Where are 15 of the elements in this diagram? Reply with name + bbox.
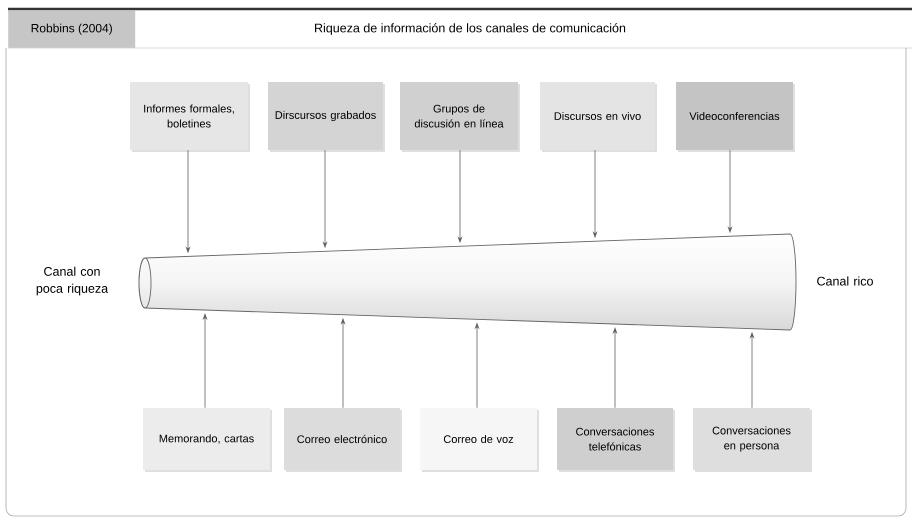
channel-box: Dirscursos grabados xyxy=(268,82,385,152)
channel-box: Memorando, cartas xyxy=(143,408,272,472)
cone-drawing xyxy=(138,234,796,330)
source-label: Robbins (2004) xyxy=(8,10,136,48)
channel-box: Conversaciones telefónicas xyxy=(557,408,675,472)
channel-box: Grupos de discusión en línea xyxy=(400,82,520,152)
channel-box: Conversaciones en persona xyxy=(693,408,812,472)
end-label: Canal rico xyxy=(817,276,873,286)
end-label: Canal con poca riqueza xyxy=(36,266,108,296)
title: Riqueza de información de los canales de comunicación xyxy=(315,23,626,35)
channel-box: Informes formales, boletines xyxy=(130,82,250,152)
channel-box: Correo electrónico xyxy=(284,408,402,472)
channel-box: Correo de voz xyxy=(420,408,539,472)
channel-box: Discursos en vivo xyxy=(540,82,657,152)
channel-box: Videoconferencias xyxy=(676,82,795,152)
